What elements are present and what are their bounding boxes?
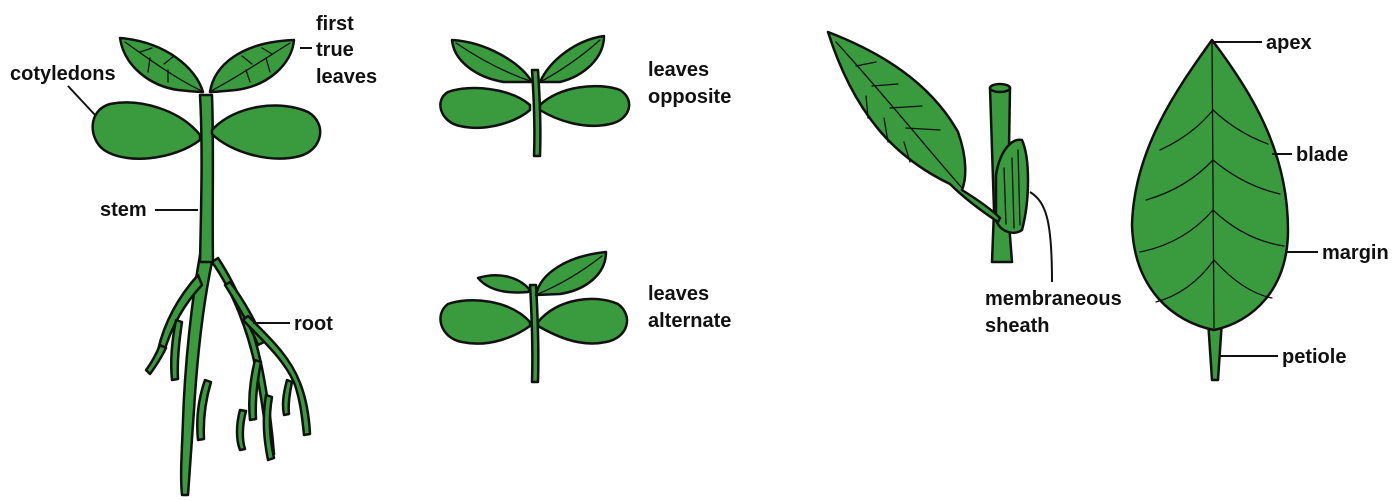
seedling-illustration <box>93 38 321 495</box>
opposite-line-1: leaves <box>648 59 709 81</box>
label-stem: stem <box>100 199 198 221</box>
label-petiole: petiole <box>1220 346 1346 368</box>
seedling-stem <box>200 95 213 262</box>
label-leaves-opposite: leaves opposite <box>648 59 731 108</box>
label-apex: apex <box>1214 32 1312 54</box>
right-cotyledon <box>212 106 320 159</box>
sheath-leaf-illustration <box>828 32 1028 262</box>
apex-text: apex <box>1266 32 1312 54</box>
first-true-leaves-line-3: leaves <box>316 66 377 88</box>
stem-text: stem <box>100 199 147 221</box>
alternate-leaves-illustration <box>440 252 627 382</box>
root-system <box>146 255 310 495</box>
alternate-line-1: leaves <box>648 283 709 305</box>
label-leaves-alternate: leaves alternate <box>648 283 731 332</box>
svg-text:first: first <box>316 13 354 35</box>
sheath-line-1: membraneous <box>985 288 1122 310</box>
blade-text: blade <box>1296 144 1348 166</box>
label-margin: margin <box>1286 242 1389 264</box>
margin-text: margin <box>1322 242 1389 264</box>
first-true-leaves-line-1: first <box>316 13 354 35</box>
svg-text:leaves: leaves <box>316 66 377 88</box>
cotyledons-text: cotyledons <box>10 63 116 85</box>
left-true-leaf <box>120 38 203 92</box>
svg-text:true: true <box>316 39 354 61</box>
sheath-line-2: sheath <box>985 315 1049 337</box>
opposite-leaves-illustration <box>440 36 629 156</box>
alternate-line-2: alternate <box>648 310 731 332</box>
leaf-blade <box>1132 40 1288 330</box>
label-first-true-leaves: first true leaves <box>300 13 377 88</box>
first-true-leaves-line-2: true <box>316 39 354 61</box>
opposite-line-2: opposite <box>648 86 731 108</box>
left-cotyledon <box>93 102 200 158</box>
label-blade: blade <box>1272 144 1348 166</box>
root-text: root <box>294 313 333 335</box>
simple-leaf-illustration <box>1132 40 1288 380</box>
petiole-text: petiole <box>1282 346 1346 368</box>
